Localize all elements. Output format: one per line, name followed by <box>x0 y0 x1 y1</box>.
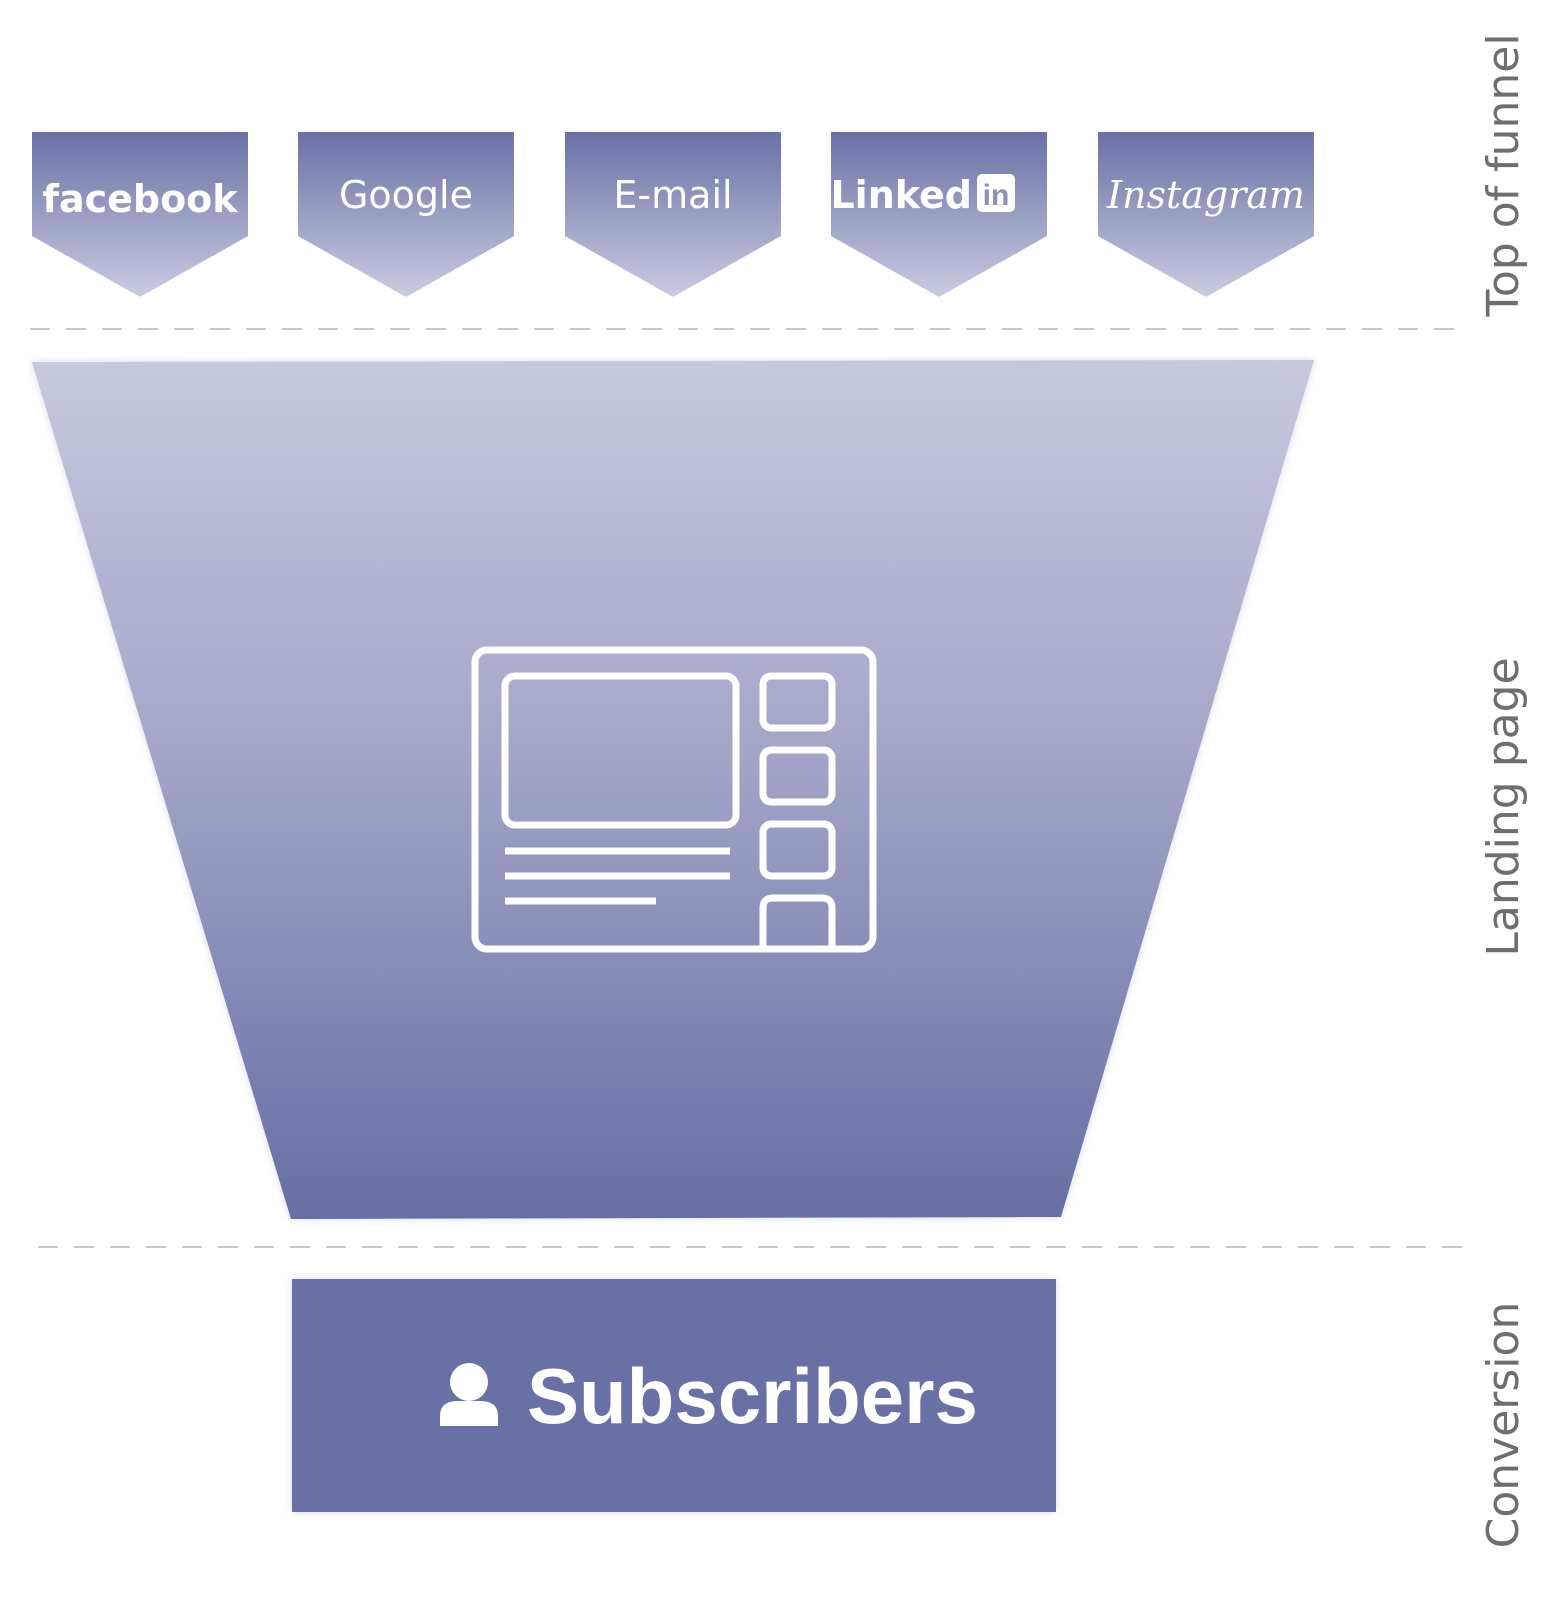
instagram-logo: Instagram <box>1106 173 1305 217</box>
stage-label-bottom: Conversion <box>1478 1302 1529 1549</box>
linkedin-badge-text: in <box>983 179 1010 212</box>
source-instagram: Instagram <box>1098 132 1314 297</box>
linkedin-logo: Linked <box>830 173 972 217</box>
stage-label-top: Top of funnel <box>1478 33 1529 317</box>
landing-funnel <box>32 360 1314 1219</box>
source-google: Google <box>298 132 514 297</box>
source-email: E-mail <box>565 132 781 297</box>
email-label: E-mail <box>613 173 732 217</box>
conversion-box <box>292 1279 1056 1512</box>
facebook-logo: facebook <box>42 177 238 221</box>
source-facebook: facebook <box>32 132 248 297</box>
source-linkedin: Linked in <box>830 132 1047 297</box>
google-logo: Google <box>339 173 473 217</box>
stage-label-middle: Landing page <box>1478 657 1529 956</box>
webpage-layout-icon <box>471 646 877 953</box>
linkedin-badge <box>977 174 1015 212</box>
subscribers-label: Subscribers <box>527 1352 978 1440</box>
user-icon <box>440 1363 498 1426</box>
